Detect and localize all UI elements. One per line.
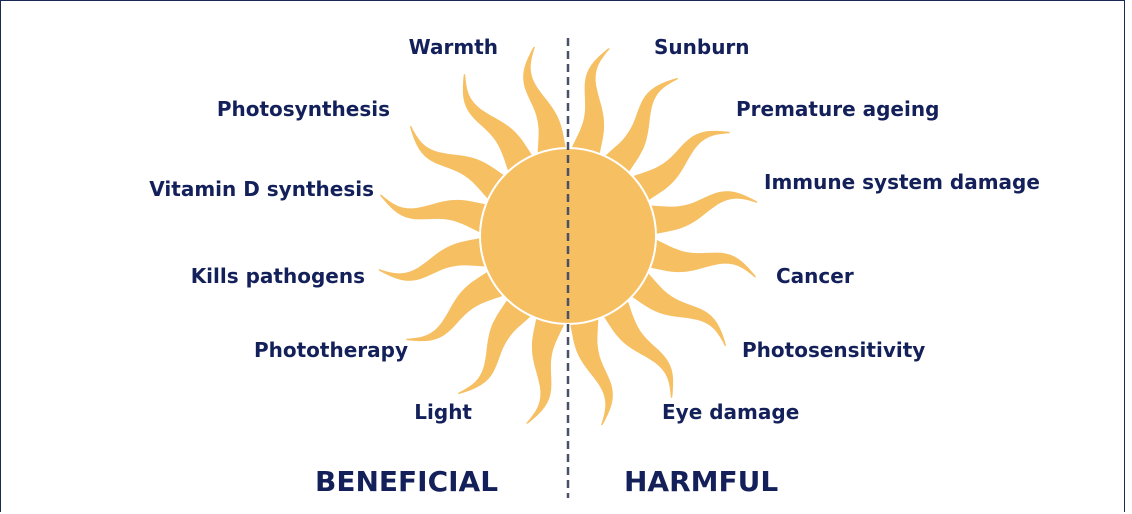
harm-label-premature-ageing: Premature ageing (736, 99, 939, 119)
harm-label-eye-damage: Eye damage (662, 402, 799, 422)
benefit-label-warmth: Warmth (409, 37, 498, 57)
sun-ray (526, 308, 569, 424)
benefit-label-kills-pathogens: Kills pathogens (191, 266, 365, 286)
sun-ray (380, 194, 496, 237)
sun-ray (640, 191, 758, 237)
benefit-label-photosynthesis: Photosynthesis (217, 99, 390, 119)
benefit-label-phototherapy: Phototherapy (254, 340, 408, 360)
harm-label-cancer: Cancer (776, 266, 854, 286)
sun-ray (523, 47, 569, 165)
harm-label-photosensitivity: Photosensitivity (742, 340, 925, 360)
harmful-heading: HARMFUL (624, 468, 778, 496)
harm-label-immune-damage: Immune system damage (764, 172, 1040, 192)
beneficial-heading: BENEFICIAL (315, 468, 498, 496)
sun-ray (640, 235, 756, 278)
harm-label-sunburn: Sunburn (654, 37, 750, 57)
sun-ray (567, 48, 610, 164)
sun-ray (379, 235, 497, 280)
sun-ray (567, 308, 613, 426)
benefit-label-light: Light (414, 402, 472, 422)
benefit-label-vitamin-d: Vitamin D synthesis (149, 179, 374, 199)
